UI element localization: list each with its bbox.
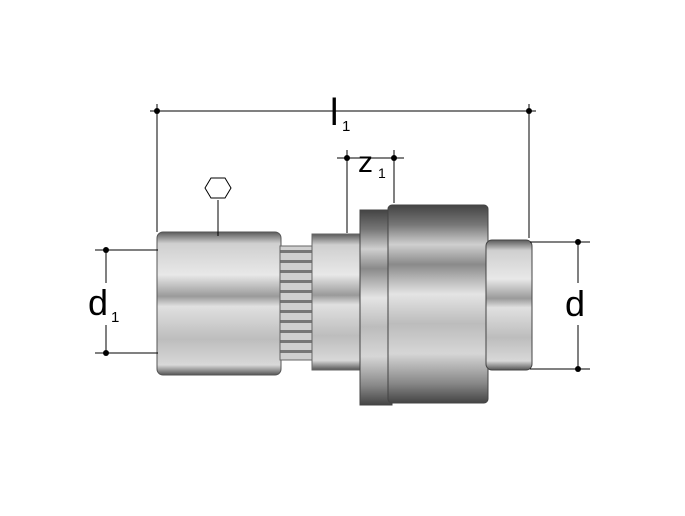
label-d1-sub: 1: [111, 309, 119, 326]
body-hex: [311, 233, 365, 371]
label-z1: z: [358, 146, 373, 179]
label-d1: d: [88, 282, 108, 323]
thread-section: [279, 245, 315, 361]
pipe-tail: [485, 239, 533, 371]
union-nut: [387, 204, 489, 404]
label-l1-sub: 1: [342, 118, 350, 135]
dimension-dots: [103, 108, 581, 372]
marking-ring: [359, 209, 393, 406]
label-l1: l: [330, 92, 338, 134]
hexagon-wrench-icon: [204, 177, 232, 199]
fitting-body: [156, 204, 533, 406]
compression-nut: [156, 231, 282, 376]
label-d: d: [565, 283, 585, 324]
label-z1-sub: 1: [378, 165, 386, 181]
